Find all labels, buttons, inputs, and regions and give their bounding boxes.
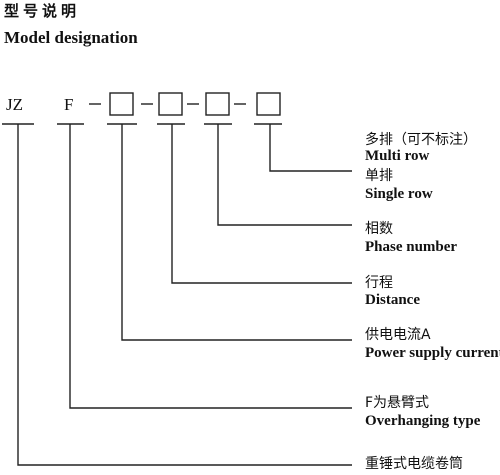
field-box-phase — [205, 92, 230, 116]
label-multi-row-en: Multi row — [365, 148, 429, 164]
leader-line-prefix — [17, 124, 352, 466]
label-distance-en: Distance — [365, 292, 420, 308]
leader-line-row — [269, 124, 352, 172]
label-prefix-cn: 重锤式电缆卷筒 — [365, 455, 463, 472]
field-box-current — [109, 92, 134, 116]
label-type-en: Overhanging type — [365, 413, 481, 429]
leader-line-type — [69, 124, 352, 409]
title-english: Model designation — [4, 28, 138, 47]
label-current-cn: 供电电流A — [365, 327, 431, 343]
leader-line-distance — [171, 124, 352, 284]
label-current-en: Power supply current — [365, 345, 500, 361]
label-type-cn: F为悬臂式 — [365, 395, 429, 411]
label-distance-cn: 行程 — [365, 275, 393, 291]
label-phase-cn: 相数 — [365, 221, 393, 237]
code-prefix: JZ — [6, 95, 23, 114]
leader-line-phase — [217, 124, 352, 226]
field-box-distance — [158, 92, 183, 116]
code-type-letter: F — [64, 95, 73, 114]
label-phase-en: Phase number — [365, 239, 457, 255]
label-single-row-cn: 单排 — [365, 168, 393, 184]
title-chinese: 型号说明 — [4, 2, 81, 20]
field-box-row — [256, 92, 281, 116]
leader-line-current — [121, 124, 352, 341]
label-single-row-en: Single row — [365, 186, 433, 202]
label-multi-row-cn: 多排（可不标注） — [365, 131, 477, 148]
